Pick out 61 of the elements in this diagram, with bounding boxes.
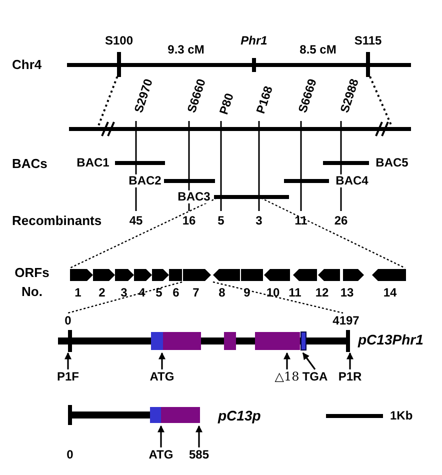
row-label: BACs <box>12 156 48 172</box>
arrow <box>158 352 166 370</box>
recombinant-count: 16 <box>182 214 196 228</box>
row-label: ORFs No. <box>14 264 50 301</box>
orf-number: 7 <box>192 286 200 300</box>
site-label: TGA <box>302 370 328 384</box>
map-label: S100 <box>104 34 134 48</box>
orf-number: 14 <box>383 286 397 300</box>
marker-label: P168 <box>254 84 276 116</box>
gene-construct-drawing <box>58 330 350 352</box>
orf-number: 12 <box>315 286 329 300</box>
site-label: P1R <box>338 370 362 384</box>
position-label: 4197 <box>332 314 360 328</box>
marker-label: P80 <box>217 92 237 116</box>
recombinant-count: 11 <box>294 214 308 228</box>
marker-label: S2970 <box>132 77 156 115</box>
recombinant-count: 26 <box>334 214 348 228</box>
orf-number: 5 <box>156 286 162 300</box>
marker-label: S6669 <box>296 77 320 115</box>
arrow <box>196 425 202 448</box>
map-label: 1Kb <box>390 409 413 423</box>
orf-number: 11 <box>288 286 302 300</box>
orf-number: 4 <box>138 286 146 300</box>
site-label: ATG <box>150 370 174 384</box>
marker-label: S2988 <box>338 77 362 115</box>
map-label: S115 <box>354 34 382 48</box>
construct-name: pC13p <box>218 408 261 424</box>
gene-construct-drawing <box>66 405 202 425</box>
site-label: ATG <box>148 448 174 462</box>
arrow <box>284 352 290 370</box>
orf-number: 3 <box>120 286 128 300</box>
map-label: 8.5 cM <box>300 43 336 57</box>
site-label: P1F <box>57 370 79 384</box>
orf-number: 8 <box>218 286 226 300</box>
site-label: 585 <box>188 448 210 462</box>
orf-number: 1 <box>74 286 82 300</box>
bac-label: BAC5 <box>374 156 410 170</box>
arrow <box>346 352 354 370</box>
marker-label: S6660 <box>185 77 209 115</box>
bac-label: BAC1 <box>76 156 110 170</box>
arrow <box>302 352 316 370</box>
orf-number: 2 <box>98 286 106 300</box>
orf-number: 6 <box>172 286 180 300</box>
position-label: 0 <box>64 314 72 328</box>
bac-label: BAC4 <box>334 174 370 188</box>
site-label: △18 <box>274 370 300 384</box>
bac-label: BAC3 <box>176 190 212 204</box>
orf-number: 10 <box>266 286 280 300</box>
row-label: Recombinants <box>12 214 102 228</box>
position-label: 0 <box>66 448 74 462</box>
construct-name: pC13Phr1 <box>358 332 424 348</box>
recombinant-count: 3 <box>256 214 262 228</box>
row-label: Chr4 <box>12 58 42 72</box>
map-label: 9.3 cM <box>168 43 204 57</box>
arrow <box>64 352 72 370</box>
bac-label: BAC2 <box>128 174 162 188</box>
arrow <box>158 425 164 448</box>
map-label: Phr1 <box>240 34 268 48</box>
recombinant-count: 45 <box>129 214 143 228</box>
orf-number: 13 <box>340 286 354 300</box>
recombinant-count: 5 <box>218 214 224 228</box>
